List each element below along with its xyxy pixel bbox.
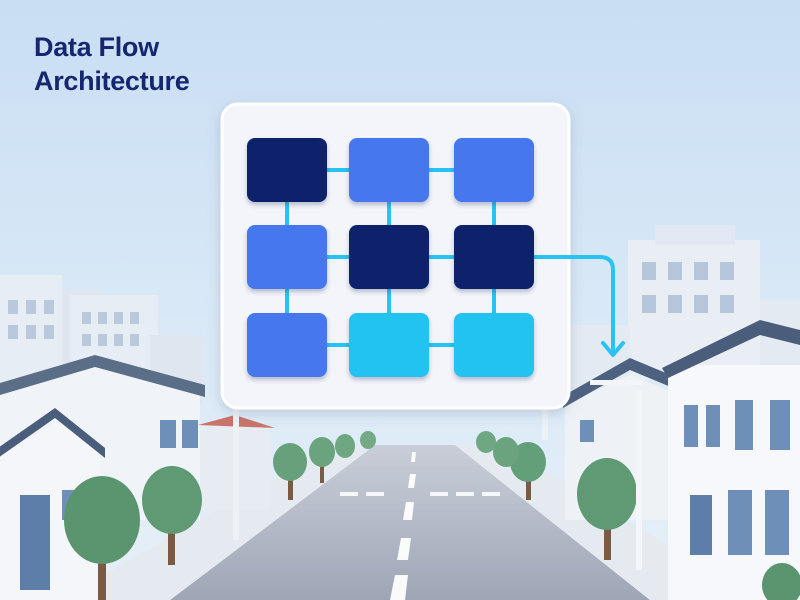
sign-post-left	[233, 400, 239, 540]
lane-markings	[390, 452, 416, 600]
node-r2c1	[247, 225, 327, 289]
node-r1c3	[454, 138, 534, 202]
trees	[64, 431, 800, 600]
title-line-1: Data Flow	[34, 32, 159, 62]
buildings-right-windows	[642, 262, 734, 313]
street-lamp	[590, 380, 642, 570]
crosswalk	[340, 492, 500, 496]
node-layer	[247, 138, 534, 377]
node-r3c1	[247, 313, 327, 377]
node-r2c3	[454, 225, 534, 289]
house-right-2	[662, 320, 800, 600]
node-r1c1	[247, 138, 327, 202]
title-line-2: Architecture	[34, 66, 190, 96]
node-r1c2	[349, 138, 429, 202]
buildings-left-windows	[8, 300, 139, 346]
node-r2c2	[349, 225, 429, 289]
road	[170, 445, 650, 600]
page-title: Data Flow Architecture	[34, 30, 190, 98]
output-line	[532, 255, 615, 352]
sign-post-right	[542, 400, 548, 440]
sidewalk-left	[60, 445, 375, 600]
node-r3c2	[349, 313, 429, 377]
node-r3c3	[454, 313, 534, 377]
arrow-down-icon	[601, 341, 625, 357]
output-connector	[532, 255, 625, 357]
